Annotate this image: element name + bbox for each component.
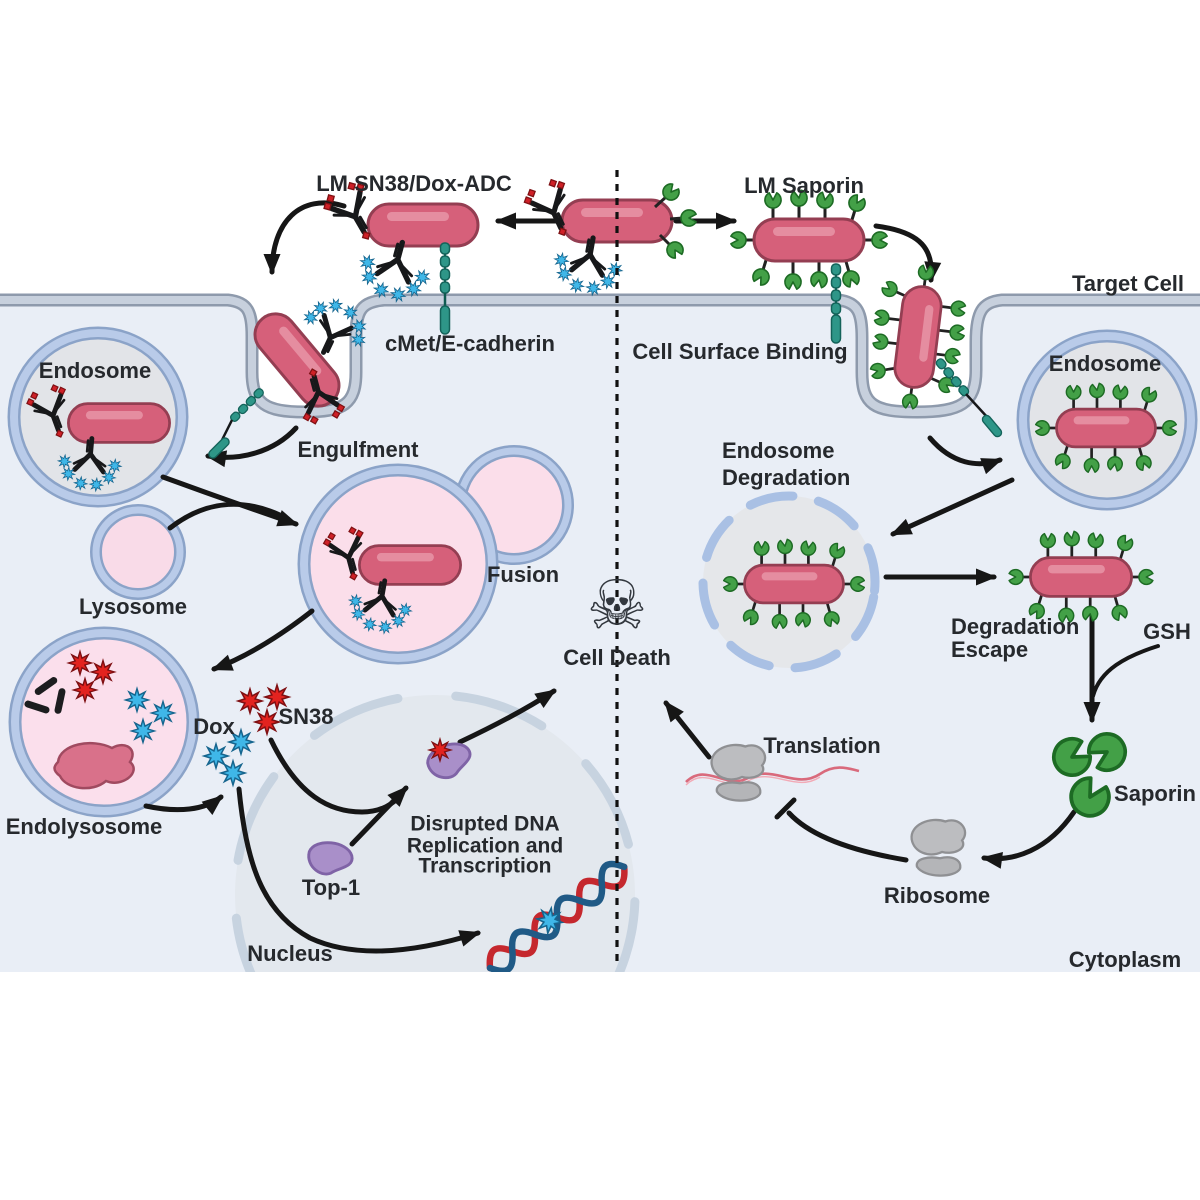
- translation-complex: [685, 743, 860, 802]
- label-translation: Translation: [763, 733, 881, 758]
- label-gsh: GSH: [1143, 619, 1191, 644]
- receptor-chain-icon: [830, 263, 842, 315]
- label-cell-death: Cell Death: [563, 645, 671, 670]
- degraded-bacterium-icon: [53, 741, 135, 790]
- arrow-adc-to-membrane: [263, 200, 347, 275]
- label-top1: Top-1: [301, 875, 361, 900]
- label-endosome-degradation-2: Degradation: [722, 465, 851, 490]
- ribosome-icon: [910, 818, 967, 877]
- lm-adc-bacterium: [319, 177, 480, 335]
- label-endosome-right: Endosome: [1048, 351, 1162, 376]
- receptor-chain-icon: [439, 242, 451, 294]
- label-degradation-escape-2: Escape: [951, 637, 1029, 662]
- arrow-endolysosome-to-drugs: [143, 794, 224, 815]
- ribosome-icon: [710, 743, 767, 802]
- arrow-top1-to-complex: [349, 785, 409, 847]
- label-cell-surface-binding: Cell Surface Binding: [632, 339, 848, 364]
- dna-helix-icon: [486, 860, 628, 972]
- label-cmet-ecadherin: cMet/E-cadherin: [385, 331, 555, 356]
- arrow-fusion-to-endolysosome: [211, 608, 315, 672]
- pathway-arrows: [143, 200, 1160, 954]
- arrow-endosome-to-degradation: [890, 477, 1015, 537]
- label-degradation-escape-1: Degradation: [951, 614, 1080, 639]
- label-cytoplasm: Cytoplasm: [1068, 947, 1182, 972]
- arrow-saporin-to-ribosome: [981, 809, 1077, 869]
- label-disrupted-dna-1: Disrupted DNA: [410, 812, 560, 836]
- label-nucleus: Nucleus: [247, 941, 333, 966]
- cmet-receptor-icon: [439, 305, 451, 335]
- arrow-engulfment-to-endosome: [205, 425, 299, 468]
- label-lm-saporin: LM Saporin: [744, 173, 864, 198]
- label-endosome-left: Endosome: [38, 358, 152, 383]
- lysosome-vesicle: [90, 504, 186, 600]
- label-target-cell: Target Cell: [1071, 271, 1185, 296]
- label-endolysosome: Endolysosome: [5, 814, 163, 839]
- arrow-complex-to-celldeath: [457, 688, 557, 745]
- label-endosome-degradation-1: Endosome: [722, 438, 835, 463]
- arrow-pocket-to-endosome-right: [927, 435, 1003, 475]
- label-saporin: Saporin: [1114, 781, 1196, 806]
- engulfed-adc-bacterium: [206, 289, 376, 461]
- label-fusion: Fusion: [486, 562, 560, 587]
- gsh-curve: [1091, 644, 1160, 698]
- lm-parent-bacterium: [521, 175, 697, 299]
- skull-crossbones-icon: ☠: [586, 567, 648, 644]
- arrow-ribosome-inhibits-translation: [786, 810, 909, 863]
- label-lysosome: Lysosome: [78, 594, 188, 619]
- engulfed-saporin-bacterium: [864, 260, 1004, 439]
- label-dox: Dox: [193, 714, 235, 739]
- label-lm-adc: LM SN38/Dox-ADC: [316, 171, 512, 196]
- mrna-strand-icon: [685, 766, 860, 783]
- endolysosome-content: [24, 650, 176, 790]
- label-disrupted-dna-3: Transcription: [418, 854, 552, 878]
- inhibition-tbar: [774, 797, 797, 820]
- endolysosome-vesicle: [8, 626, 200, 818]
- label-sn38: SN38: [278, 704, 334, 729]
- arrow-lysosome-to-fusion: [167, 501, 285, 531]
- label-ribosome: Ribosome: [883, 883, 991, 908]
- label-engulfment: Engulfment: [297, 437, 419, 462]
- label-disrupted-dna-2: Replication and: [406, 834, 564, 858]
- arrow-dox-to-dna: [236, 786, 481, 954]
- arrow-translation-to-celldeath: [663, 700, 712, 760]
- degraded-bacterium-fragments-icon: [24, 677, 66, 714]
